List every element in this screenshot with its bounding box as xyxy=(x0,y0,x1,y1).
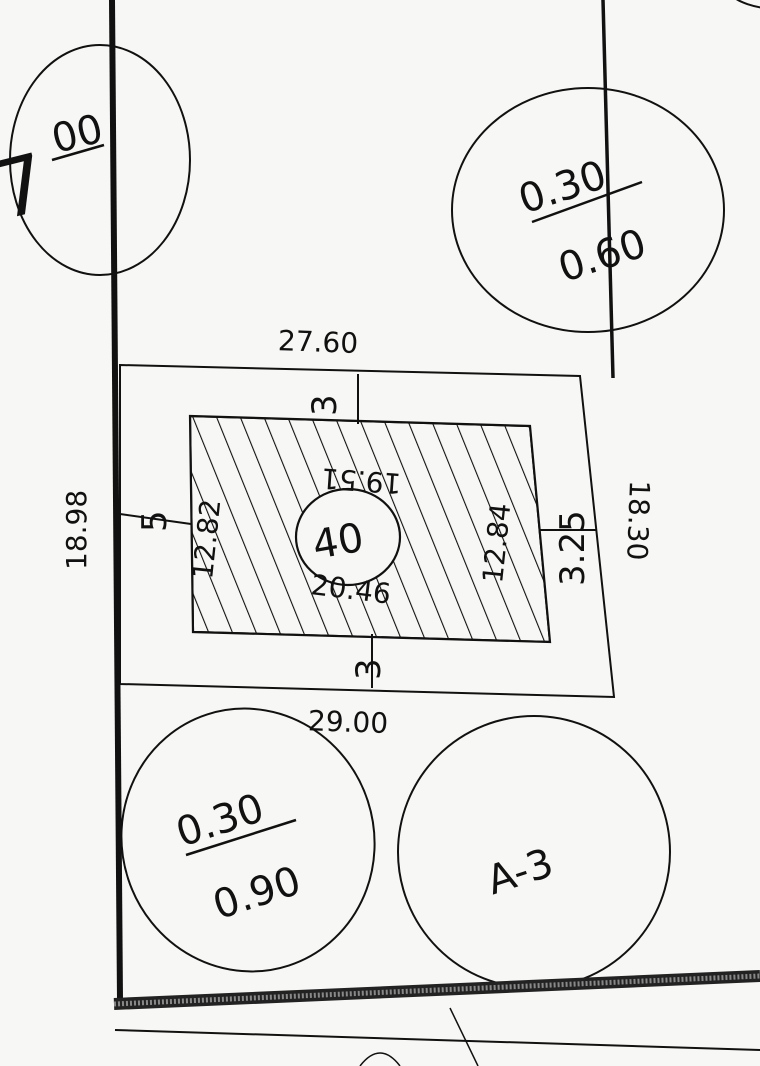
lot-right-dimension: 18.30 xyxy=(620,480,656,561)
street-line-lower xyxy=(114,1029,760,1051)
setback-fraction-bar xyxy=(185,818,297,857)
setback-left-value: 5 xyxy=(135,510,175,532)
street-code-underline xyxy=(51,143,105,162)
lot-outline xyxy=(119,363,616,699)
lot-left-dimension: 18.98 xyxy=(60,490,93,570)
setback-right-value: 3.25 xyxy=(553,510,593,586)
setback-ratio-bottom: 0.90 xyxy=(208,858,307,929)
street-code-main: 7 xyxy=(0,136,57,239)
neighbor-boundary-line xyxy=(601,0,615,379)
zone-label: A-3 xyxy=(482,840,559,904)
street-code-circle xyxy=(9,44,191,276)
street-tick-lower xyxy=(449,1007,479,1066)
partial-circle-top-right xyxy=(736,0,760,9)
street-code-sup: 00 xyxy=(47,106,108,163)
coverage-circle xyxy=(451,87,725,333)
setback-tick-left xyxy=(119,513,192,525)
lot-top-dimension: 27.60 xyxy=(277,324,358,360)
plot-number-circle xyxy=(294,487,402,587)
building-outline xyxy=(188,414,552,644)
setback-bottom-value: 3 xyxy=(349,658,389,680)
coverage-fraction-bar xyxy=(531,180,643,224)
setback-ratio-top: 0.30 xyxy=(171,785,270,856)
plot-number: 40 xyxy=(309,515,367,569)
setback-ratio-circle xyxy=(120,707,376,973)
street-curve-lower xyxy=(359,1052,401,1066)
coverage-top: 0.30 xyxy=(513,152,612,223)
lot-boundary-bottom xyxy=(113,970,760,1010)
building-top-dimension: 19.51 xyxy=(320,461,402,500)
lot-bottom-dimension: 29.00 xyxy=(307,704,388,740)
lot-boundary-left xyxy=(109,0,123,1001)
coverage-bottom: 0.60 xyxy=(553,221,652,292)
setback-top-value: 3 xyxy=(305,394,345,416)
